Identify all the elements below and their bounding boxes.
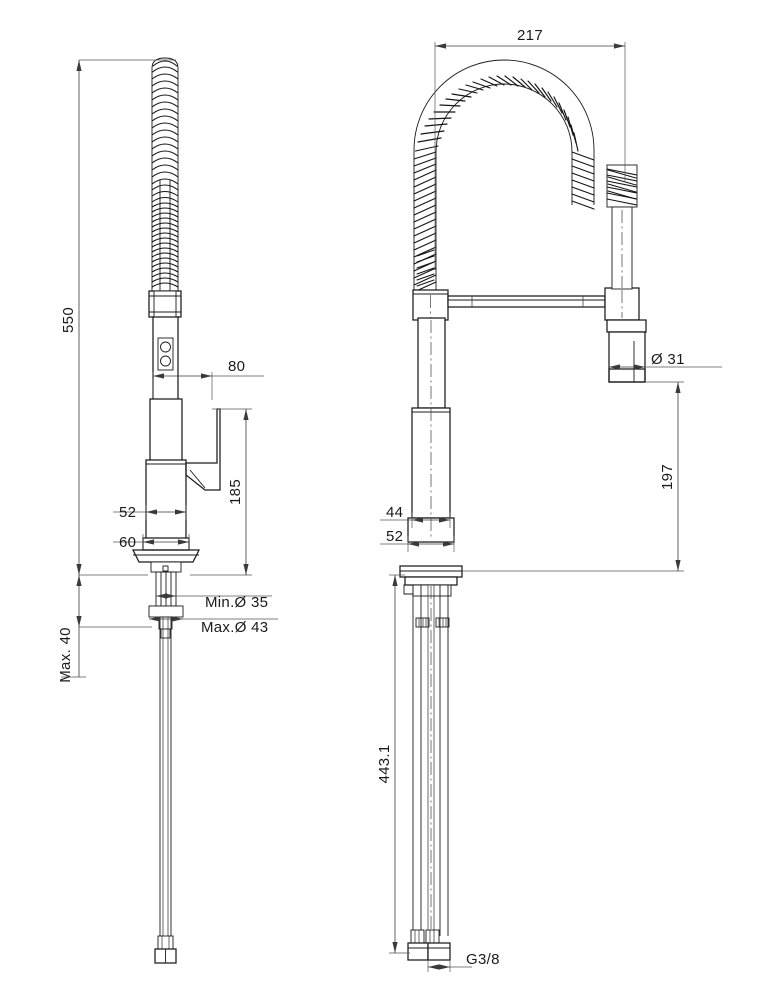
dimension-overall-height: 550 (60, 59, 176, 576)
spray-head-collar (148, 290, 182, 318)
coil-spring-arch (413, 59, 638, 293)
column-top-collar (412, 289, 449, 321)
dimension-spout-height: 197 (462, 381, 684, 572)
spray-head-coil-front (151, 57, 179, 294)
dim-dia31-label: Ø 31 (651, 351, 685, 368)
dimension-handle-height: 185 (190, 408, 252, 576)
dimension-spout-projection: 80 (152, 358, 264, 400)
spray-head-side (604, 206, 647, 383)
dimension-head-diameter: Ø 31 (609, 351, 722, 370)
dim-44-label: 44 (386, 504, 403, 521)
dim-80-label: 80 (228, 358, 245, 375)
dim-max43-label: Max.Ø 43 (201, 619, 268, 636)
dim-217-label: 217 (517, 27, 543, 44)
right-side-elevation-view: 217 Ø 31 197 44 52 (376, 27, 722, 972)
lever-handle-front (185, 408, 221, 491)
dimension-arch-reach: 217 (434, 27, 626, 270)
supply-hose-front (154, 617, 177, 964)
dim-min35-label: Min.Ø 35 (205, 594, 268, 611)
dimension-column-width: 44 (380, 504, 451, 528)
dim-60-label: 60 (119, 534, 136, 551)
mounting-shank-front (148, 561, 184, 639)
left-front-elevation-view: 550 Max. 40 80 185 (57, 57, 278, 964)
dim-max40-label: Max. 40 (57, 627, 74, 682)
dimension-max-thickness: Max. 40 (57, 575, 152, 683)
dimension-hole-min: Min.Ø 35 (156, 593, 272, 611)
dim-185-label: 185 (227, 479, 244, 505)
dim-52-right-label: 52 (386, 528, 403, 545)
dim-550-label: 550 (60, 307, 77, 333)
supply-hoses-side (407, 585, 451, 961)
dimension-thread-size: G3/8 (427, 951, 500, 972)
faucet-column-front (145, 398, 187, 540)
faucet-column-side (407, 317, 455, 543)
dim-g38-label: G3/8 (466, 951, 500, 968)
dimension-hole-max: Max.Ø 43 (149, 616, 278, 636)
spray-head-body-front (152, 316, 179, 401)
dim-197-label: 197 (659, 464, 676, 490)
dim-443-label: 443.1 (376, 744, 393, 783)
support-arm (447, 295, 606, 308)
dimension-hose-length: 443.1 (376, 574, 410, 954)
dimension-body-base-width: 60 (113, 534, 190, 551)
coil-sleeve-left (416, 249, 435, 287)
dim-52-left-label: 52 (119, 504, 136, 521)
dimension-column-base: 52 (380, 528, 455, 552)
dimension-body-upper-width: 52 (113, 504, 187, 521)
